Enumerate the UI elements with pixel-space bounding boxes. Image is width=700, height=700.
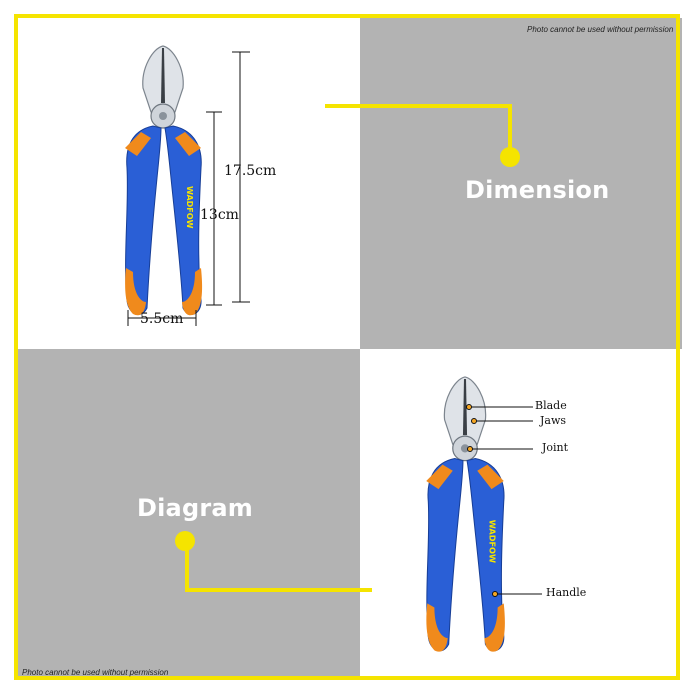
pliers-image-bottom: WADFOW [425, 376, 506, 653]
watermark-bottom-left: Photo cannot be used without permission [22, 668, 169, 677]
dimension-line-handle [206, 111, 222, 306]
diagram-connector [175, 531, 372, 592]
dimension-line-total [232, 51, 250, 303]
total-length-label: 17.5cm [224, 163, 277, 179]
dimension-line-width [127, 310, 197, 326]
diagram-photo-panel [360, 349, 682, 680]
dimension-title-panel [360, 18, 682, 349]
watermark-top-right: Photo cannot be used without permission [527, 25, 674, 34]
width-label: 5.5cm [140, 311, 184, 327]
dimension-title: Dimension [465, 176, 610, 204]
dimension-connector [325, 104, 520, 167]
diagram-title-panel [18, 349, 360, 680]
diagram-title: Diagram [137, 494, 253, 522]
part-label-blade: Blade [535, 399, 567, 412]
pliers-image-top: WADFOW [124, 45, 203, 316]
part-label-jaws: Jaws [540, 414, 567, 427]
brand-logo-top: WADFOW [185, 186, 194, 229]
yellow-border-frame [14, 14, 680, 680]
part-label-handle: Handle [546, 586, 587, 599]
handle-length-label: 13cm [200, 207, 239, 223]
part-callouts [466, 404, 542, 597]
brand-logo-bottom: WADFOW [487, 520, 497, 563]
part-label-joint: Joint [542, 441, 569, 454]
